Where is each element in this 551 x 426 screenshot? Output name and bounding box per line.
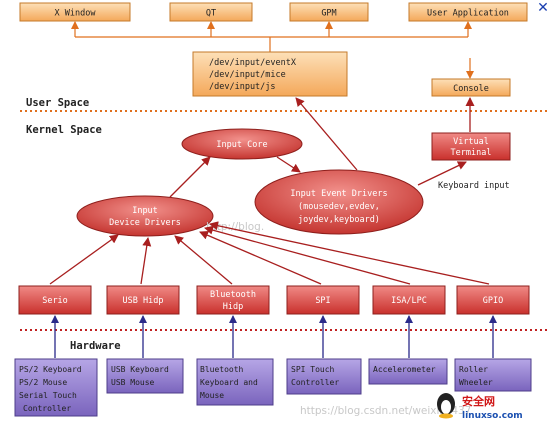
app-connector-lines xyxy=(71,21,474,79)
virtual-terminal-box: Virtual Terminal xyxy=(431,132,511,161)
svg-text:Input: Input xyxy=(132,206,158,216)
svg-text:Virtual: Virtual xyxy=(453,137,489,147)
svg-text:Serio: Serio xyxy=(42,296,68,306)
svg-text:QT: QT xyxy=(206,9,216,19)
svg-text:X Window: X Window xyxy=(55,9,97,19)
svg-text:Mouse: Mouse xyxy=(200,391,224,400)
svg-text:Input Event Drivers: Input Event Drivers xyxy=(290,189,387,199)
keyboard-input-label: Keyboard input xyxy=(438,181,510,191)
kernel-flow-arrows xyxy=(49,97,490,285)
hardware-label: Hardware xyxy=(70,340,121,352)
input-device-drivers-node: Input Device Drivers xyxy=(76,195,214,237)
svg-text:Controller: Controller xyxy=(291,378,339,387)
app-gpm: GPM xyxy=(289,2,369,22)
svg-text:Hidp: Hidp xyxy=(223,302,243,312)
svg-text:Console: Console xyxy=(453,84,489,94)
svg-text:USB Hidp: USB Hidp xyxy=(123,296,164,306)
svg-text:安全网: 安全网 xyxy=(462,394,495,408)
kernel-space-label: Kernel Space xyxy=(26,124,102,136)
svg-text:Controller: Controller xyxy=(23,404,71,413)
svg-text:joydev,keyboard): joydev,keyboard) xyxy=(298,215,380,225)
svg-text:(mousedev,evdev,: (mousedev,evdev, xyxy=(298,202,380,212)
svg-text:PS/2 Mouse: PS/2 Mouse xyxy=(19,378,67,387)
hw-usb: USB Keyboard USB Mouse xyxy=(106,358,184,394)
svg-text:Bluetooth: Bluetooth xyxy=(210,290,256,300)
hardware-flow-arrows xyxy=(51,315,497,358)
bus-isa-lpc: ISA/LPC xyxy=(372,285,446,315)
svg-text:USB Mouse: USB Mouse xyxy=(111,378,155,387)
input-core-node: Input Core xyxy=(181,128,303,160)
svg-text:ISA/LPC: ISA/LPC xyxy=(391,296,427,306)
svg-text:PS/2 Keyboard: PS/2 Keyboard xyxy=(19,365,82,374)
hw-roller-wheeler: Roller Wheeler xyxy=(454,358,532,392)
svg-text:User Application: User Application xyxy=(427,9,509,19)
svg-text:Input Core: Input Core xyxy=(216,140,267,150)
svg-text:GPIO: GPIO xyxy=(483,296,503,306)
svg-text:Accelerometer: Accelerometer xyxy=(373,365,436,374)
bus-gpio: GPIO xyxy=(456,285,530,315)
svg-text:linuxso.com: linuxso.com xyxy=(462,411,523,421)
close-icon[interactable]: ✕ xyxy=(537,0,549,16)
svg-text:SPI Touch: SPI Touch xyxy=(291,365,335,374)
hw-ps2-serial: PS/2 Keyboard PS/2 Mouse Serial Touch Co… xyxy=(14,358,98,417)
hw-bluetooth: Bluetooth Keyboard and Mouse xyxy=(196,358,274,406)
hw-accelerometer: Accelerometer xyxy=(368,358,448,385)
svg-text:Keyboard and: Keyboard and xyxy=(200,378,258,387)
bus-serio: Serio xyxy=(18,285,92,315)
console-box: Console xyxy=(431,78,511,97)
watermark-middle: http://blog. xyxy=(206,221,264,233)
svg-text:SPI: SPI xyxy=(315,296,330,306)
svg-text:Bluetooth: Bluetooth xyxy=(200,365,244,374)
svg-text:Roller: Roller xyxy=(459,365,488,374)
bus-bluetooth-hidp: Bluetooth Hidp xyxy=(196,285,270,315)
user-space-label: User Space xyxy=(26,97,89,109)
svg-text:/dev/input/eventX: /dev/input/eventX xyxy=(209,58,297,68)
app-x-window: X Window xyxy=(19,2,131,22)
linuxso-logo: 安全网 linuxso.com xyxy=(437,393,523,421)
bus-spi: SPI xyxy=(286,285,360,315)
svg-text:Terminal: Terminal xyxy=(451,148,492,158)
watermark-bottom: https://blog.csdn.net/weixin_437 xyxy=(300,405,471,417)
svg-text:/dev/input/mice: /dev/input/mice xyxy=(209,70,286,80)
bus-usb-hidp: USB Hidp xyxy=(106,285,180,315)
hw-spi-touch: SPI Touch Controller xyxy=(286,358,362,395)
svg-text:Wheeler: Wheeler xyxy=(459,378,493,387)
app-qt: QT xyxy=(169,2,253,22)
svg-text:USB Keyboard: USB Keyboard xyxy=(111,365,169,374)
svg-text:Device Drivers: Device Drivers xyxy=(109,218,181,228)
svg-text:Serial Touch: Serial Touch xyxy=(19,391,77,400)
svg-text:/dev/input/js: /dev/input/js xyxy=(209,82,276,92)
dev-input-nodes-box: /dev/input/eventX /dev/input/mice /dev/i… xyxy=(192,51,348,97)
svg-text:GPM: GPM xyxy=(321,9,336,19)
input-event-drivers-node: Input Event Drivers (mousedev,evdev, joy… xyxy=(254,169,424,235)
app-user-application: User Application xyxy=(408,2,528,22)
